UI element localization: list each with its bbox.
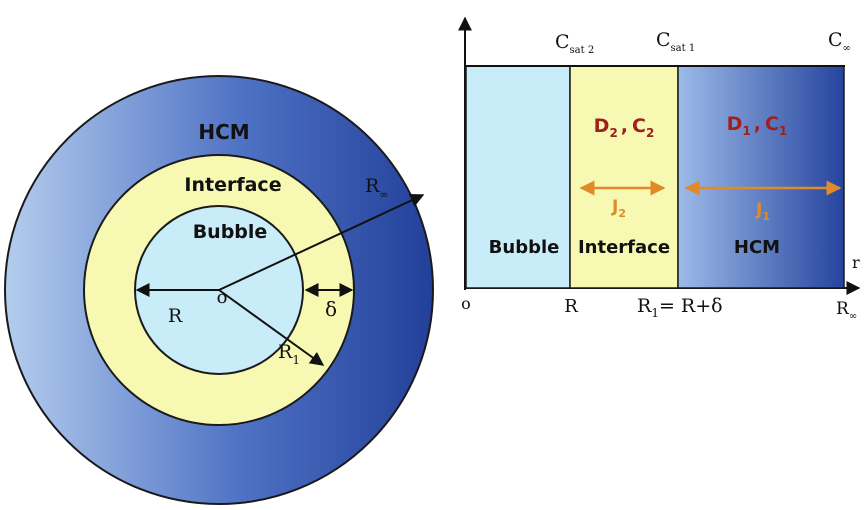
interface-c-sub: 2 xyxy=(646,126,654,140)
radius-r1-arrow xyxy=(218,289,325,366)
interface-region xyxy=(569,65,679,289)
axis-r1-eq: = R+δ xyxy=(659,295,723,317)
csat1-label: Csat 1 xyxy=(656,29,695,54)
hcm-d-sub: 1 xyxy=(742,124,750,138)
hcm-sep: , xyxy=(754,113,761,135)
axis-r1-sub: 1 xyxy=(651,306,659,320)
cinf-label: C∞ xyxy=(828,29,851,54)
csat1-main: C xyxy=(656,29,671,51)
interface-sep: , xyxy=(621,115,628,137)
interface-d-sub: 2 xyxy=(609,126,617,140)
slab-diagram: Csat 2 Csat 1 C∞ D2,C2 D1,C1 J2 J1 Bubbl… xyxy=(458,16,861,322)
csat2-sub: sat 2 xyxy=(570,45,595,56)
flux-j1-label: J1 xyxy=(755,200,770,223)
axis-r1-main: R xyxy=(637,295,652,317)
slab-hcm-label: HCM xyxy=(734,237,780,258)
circle-interface-label: Interface xyxy=(184,174,281,196)
radius-r1-sub: 1 xyxy=(292,353,300,367)
axis-origin-label: o xyxy=(461,294,471,313)
hcm-d: D xyxy=(727,113,743,135)
radius-rinf-main: R xyxy=(365,175,380,197)
flux-j2-main: J xyxy=(611,197,618,217)
radius-rinf-arrow xyxy=(218,193,425,291)
axis-var-label: r xyxy=(852,253,860,272)
radius-r1-label: R1 xyxy=(278,341,300,367)
interface-c: C xyxy=(632,115,646,137)
hcm-region xyxy=(677,65,845,289)
cinf-sub: ∞ xyxy=(843,43,851,54)
axis-r1-label: R1= R+δ xyxy=(637,295,723,320)
axis-r-label: R xyxy=(564,296,578,317)
delta-label: δ xyxy=(325,297,337,321)
radius-rinf-label: R∞ xyxy=(365,175,388,201)
cinf-main: C xyxy=(828,29,843,51)
radius-r-label: R xyxy=(168,305,183,327)
axis-rinf-main: R xyxy=(836,299,850,319)
csat2-main: C xyxy=(555,31,570,53)
flux-j1-main: J xyxy=(755,200,762,220)
radius-rinf-sub: ∞ xyxy=(379,188,388,201)
flux-j2-label: J2 xyxy=(611,197,626,220)
hcm-c-sub: 1 xyxy=(779,124,787,138)
axis-rinf-label: R∞ xyxy=(836,299,857,322)
slab-bubble-label: Bubble xyxy=(489,237,560,258)
csat1-sub: sat 1 xyxy=(671,43,696,54)
hcm-c: C xyxy=(765,113,779,135)
circle-bubble-label: Bubble xyxy=(193,221,268,243)
radius-r1-main: R xyxy=(278,341,293,363)
flux-j2-sub: 2 xyxy=(618,207,626,220)
csat2-label: Csat 2 xyxy=(555,31,594,56)
hcm-params: D1,C1 xyxy=(727,113,788,138)
axis-rinf-sub: ∞ xyxy=(849,311,857,322)
center-label: o xyxy=(217,287,228,308)
circle-hcm-label: HCM xyxy=(198,120,249,144)
circle-diagram: HCM Interface Bubble o R δ R1 R∞ xyxy=(4,75,434,505)
flux-j1-sub: 1 xyxy=(762,210,770,223)
interface-params: D2,C2 xyxy=(594,115,655,140)
interface-d: D xyxy=(594,115,610,137)
slab-interface-label: Interface xyxy=(578,237,670,258)
